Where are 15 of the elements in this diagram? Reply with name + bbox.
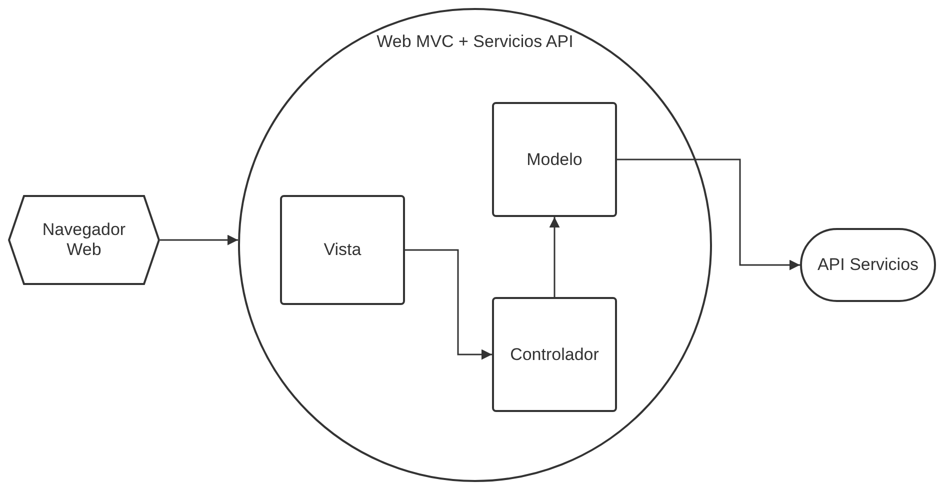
node-label: Modelo	[526, 150, 582, 170]
node-label: Vista	[324, 240, 362, 260]
arrow	[405, 249, 492, 360]
decision-diamond	[8, 195, 160, 285]
arrow	[617, 158, 800, 270]
process-box	[492, 297, 617, 412]
node-label: Navegador Web	[41, 220, 127, 260]
arrow	[160, 234, 238, 246]
node-label: Controlador	[510, 344, 599, 364]
process-box	[280, 195, 405, 305]
system-circle	[238, 8, 712, 482]
node-label: API Servicios	[817, 255, 919, 275]
group-title: Web MVC + Servicios API	[376, 32, 574, 52]
process-box	[492, 102, 617, 217]
arrow	[549, 217, 560, 297]
